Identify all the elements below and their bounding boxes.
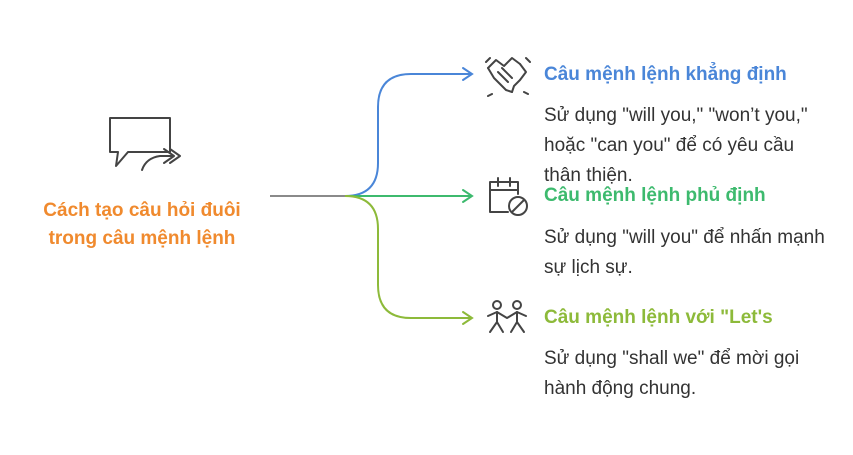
root-label-line-1: Cách tạo câu hỏi đuôi xyxy=(43,200,241,221)
arrowhead-branch-1 xyxy=(462,67,474,81)
branch-2-description: Sử dụng "will you" để nhấn mạnh sự lịch … xyxy=(544,227,825,278)
branch-3-title: Câu mệnh lệnh với "Let's xyxy=(544,307,773,328)
arrowhead-branch-3 xyxy=(462,311,474,325)
two-people-icon xyxy=(487,300,527,333)
branch-2-title: Câu mệnh lệnh phủ định xyxy=(544,185,766,206)
branch-1-title: Câu mệnh lệnh khẳng định xyxy=(544,64,787,85)
calendar-prohibited-icon xyxy=(489,177,528,216)
branch-1-description: Sử dụng "will you," "won’t you," hoặc "c… xyxy=(544,105,808,186)
chat-reply-icon xyxy=(109,117,181,171)
arrowhead-branch-2 xyxy=(462,189,474,203)
connector-branch-1 xyxy=(344,73,472,197)
root-label-line-2: trong câu mệnh lệnh xyxy=(48,228,236,249)
root-label: Cách tạo câu hỏi đuôi trong câu mệnh lện… xyxy=(22,197,262,253)
handshake-icon xyxy=(485,57,531,97)
connector-branch-3 xyxy=(344,195,472,319)
branch-3-description: Sử dụng "shall we" để mời gọi hành động … xyxy=(544,348,800,399)
